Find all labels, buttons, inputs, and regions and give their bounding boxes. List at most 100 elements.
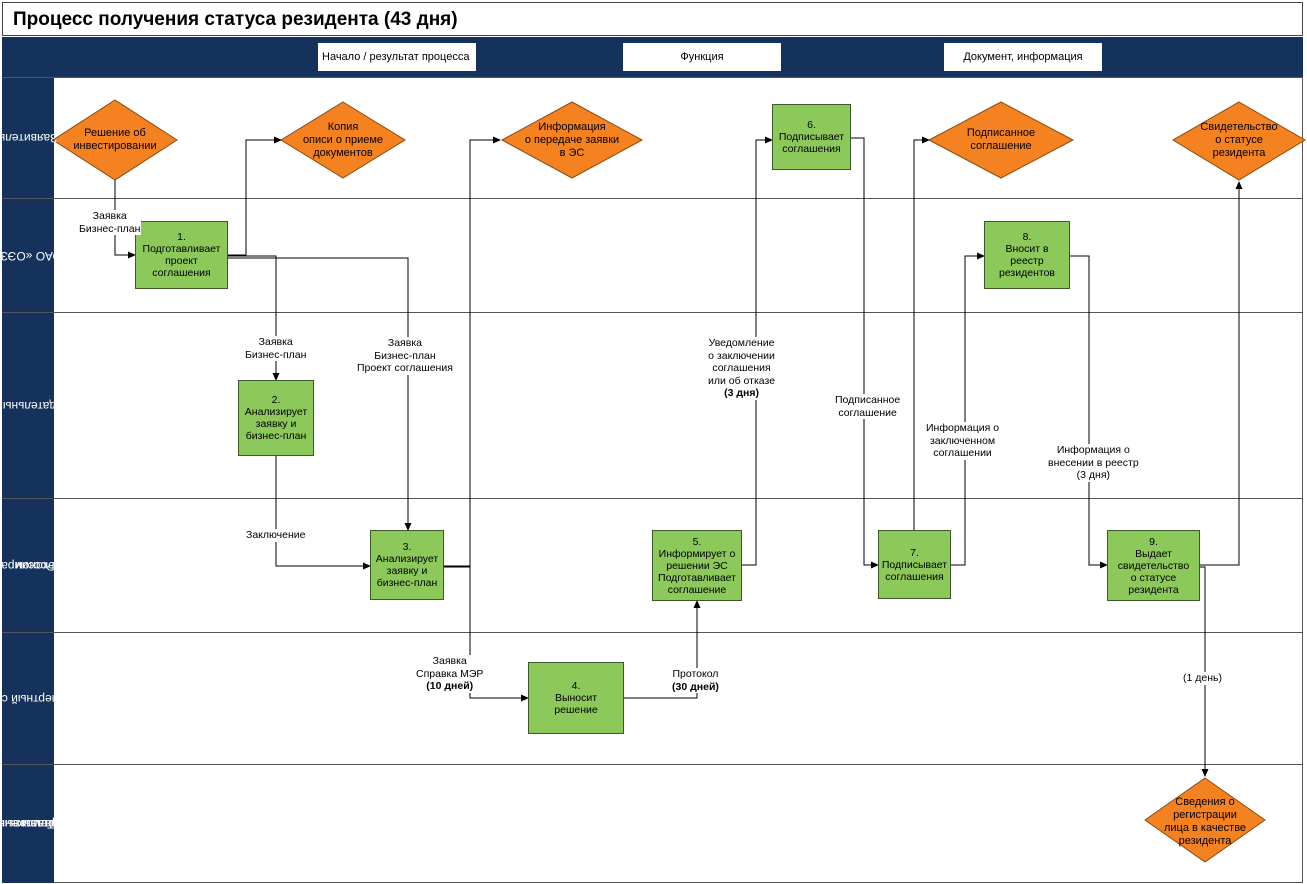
function-text-line: 9.	[1149, 535, 1158, 548]
function-text-line: Подготавливает	[658, 571, 736, 584]
edge-text-line: Проект соглашения	[357, 362, 453, 374]
function-text-line: решении ЭС	[666, 559, 728, 572]
edge-text-line: Справка МЭР	[416, 667, 484, 680]
function-4-decide: 4. Выносит решение	[528, 662, 624, 734]
connector-f2-to-f3	[275, 456, 371, 570]
result-diamond-registration-info	[1144, 777, 1266, 863]
edge-text-line: заключенном	[929, 434, 996, 447]
edge-text-duration: (3 дня)	[724, 387, 759, 399]
edge-text-line: соглашение	[838, 406, 897, 419]
function-text-line: Анализирует	[244, 406, 308, 418]
edge-text-line: Заключение	[246, 529, 306, 541]
function-text-line: 3.	[402, 541, 412, 553]
lane-ministry: Минэкономразвития России	[0, 499, 78, 632]
lane-oez-title: ОАО «ОЭЗ»	[0, 199, 62, 312]
edge-label-notification: Уведомление о заключении соглашения или …	[707, 337, 777, 400]
edge-text-line: Заявка	[92, 210, 127, 222]
connector-f1-to-f3	[228, 257, 412, 531]
function-text-line: соглашения	[885, 570, 944, 583]
function-text-line: Подписывает	[881, 558, 948, 571]
lane-label-line: ОАО «ОЭЗ»	[0, 248, 62, 263]
function-3-analyze: 3. Анализирует заявку и бизнес-план	[370, 530, 444, 600]
lane-supervisory-board-title: Наблюдательный совет	[0, 313, 94, 498]
function-text-line: резидента	[1128, 583, 1179, 596]
edge-text-line: Информация о	[926, 422, 1000, 434]
result-diamond-signed-agreement	[927, 101, 1075, 179]
result-diamond-receipt-copy	[280, 101, 406, 179]
function-text-line: Подписывает	[778, 131, 845, 143]
legend-document-label: Документ, информация	[963, 51, 1083, 63]
function-text-line: Выдает	[1135, 547, 1172, 560]
function-text-line: 8.	[1022, 231, 1032, 243]
function-text-line: проект	[165, 255, 198, 267]
function-5-inform-prepare: 5. Информирует о решении ЭС Подготавлива…	[652, 530, 742, 601]
legend-document: Документ, информация	[944, 43, 1102, 71]
lane-expert-council-title: Экспертный совет	[0, 633, 79, 764]
edge-text-line: Информация о	[1056, 444, 1130, 456]
lane-label-line: Заявитель	[0, 131, 58, 145]
result-diamond-certificate	[1172, 101, 1306, 181]
edge-text-line: о заключении	[708, 349, 775, 362]
function-text-line: Вносит в	[1005, 243, 1049, 255]
connector-f7-to-f8	[951, 252, 985, 566]
connectors	[114, 136, 1243, 777]
page-title: Процесс получения статуса резидента (43 …	[13, 9, 458, 30]
function-text-line: реестр	[1010, 255, 1044, 267]
lane-label-line: Наблюдательный совет	[0, 398, 94, 413]
edge-text-line: Уведомление	[708, 337, 775, 349]
edge-text-line: Заявка	[258, 336, 293, 348]
edge-label-one-day: (1 день)	[1182, 672, 1223, 685]
lane-applicant-title: Заявитель	[0, 78, 58, 198]
function-text-line: 2.	[271, 394, 281, 406]
function-text-line: свидетельство	[1117, 559, 1190, 572]
edge-text-line: (1 день)	[1183, 672, 1222, 684]
connector-f3-to-transfer	[444, 136, 501, 567]
function-text-line: решение	[554, 704, 598, 716]
lane-label-line: органы	[22, 817, 62, 831]
result-diamond-investment-decision	[52, 99, 178, 181]
connector-f7-to-signed	[913, 136, 930, 530]
edge-label-signed-agreement: Подписанное соглашение	[834, 394, 902, 419]
function-text-line: 4.	[571, 680, 581, 692]
function-text-line: 1.	[177, 231, 186, 243]
function-text-line: бизнес-план	[245, 430, 307, 442]
edge-label-concluded-agreement-info: Информация о заключенном соглашении	[925, 422, 1001, 460]
edge-text-line: соглашения	[712, 362, 771, 374]
function-7-sign: 7. Подписывает соглашения	[878, 530, 951, 599]
edge-text-line: Подписанное	[835, 394, 901, 406]
lane-customs-tax-title: Таможенные и налоговые органы	[0, 765, 62, 883]
connector-f1-to-f2	[228, 255, 280, 381]
connector-f3-to-f4	[444, 566, 529, 702]
function-9-issue-certificate: 9. Выдает свидетельство о статусе резиде…	[1107, 530, 1200, 601]
connector-f8-to-f9	[1070, 255, 1108, 569]
edge-text-line: соглашении	[933, 447, 992, 459]
lane-label-line: Экспертный совет	[0, 691, 79, 706]
function-text-line: о статусе	[1130, 571, 1177, 584]
edge-text-line: Бизнес-план	[245, 348, 307, 361]
function-text-line: соглашения	[782, 143, 841, 155]
lane-customs-tax: Таможенные и налоговые органы	[0, 765, 62, 883]
edge-label-application-bp-1: Заявка Бизнес-план	[78, 210, 142, 235]
edge-text-line: Заявка	[387, 337, 422, 349]
function-text-line: бизнес-план	[376, 577, 438, 589]
function-text-line: заявку и	[386, 565, 428, 577]
edge-label-application-mer: Заявка Справка МЭР (10 дней)	[415, 655, 485, 693]
lane-supervisory-board: Наблюдательный совет	[0, 313, 94, 498]
result-diamonds	[52, 99, 1306, 863]
connector-f4-to-f5	[624, 600, 701, 699]
lane-oez: ОАО «ОЭЗ»	[0, 199, 62, 312]
function-text-line: 7.	[910, 546, 919, 559]
edge-text-duration: (10 дней)	[426, 680, 474, 692]
connector-f9-to-registration	[1200, 566, 1209, 777]
function-text-line: соглашения	[152, 267, 211, 279]
connector-f6-to-f7	[851, 137, 879, 569]
function-2-analyze: 2. Анализирует заявку и бизнес-план	[238, 380, 314, 456]
function-6-sign: 6. Подписывает соглашения	[772, 104, 851, 170]
legend-function: Функция	[623, 43, 781, 71]
connector-f9-to-certificate	[1200, 181, 1243, 566]
function-8-register: 8. Вносит в реестр резидентов	[984, 221, 1070, 289]
function-text-line: соглашение	[667, 583, 727, 596]
lane-ministry-title: Минэкономразвития России	[0, 499, 78, 632]
legend-bar: Начало / результат процесса Функция Доку…	[2, 37, 1303, 77]
